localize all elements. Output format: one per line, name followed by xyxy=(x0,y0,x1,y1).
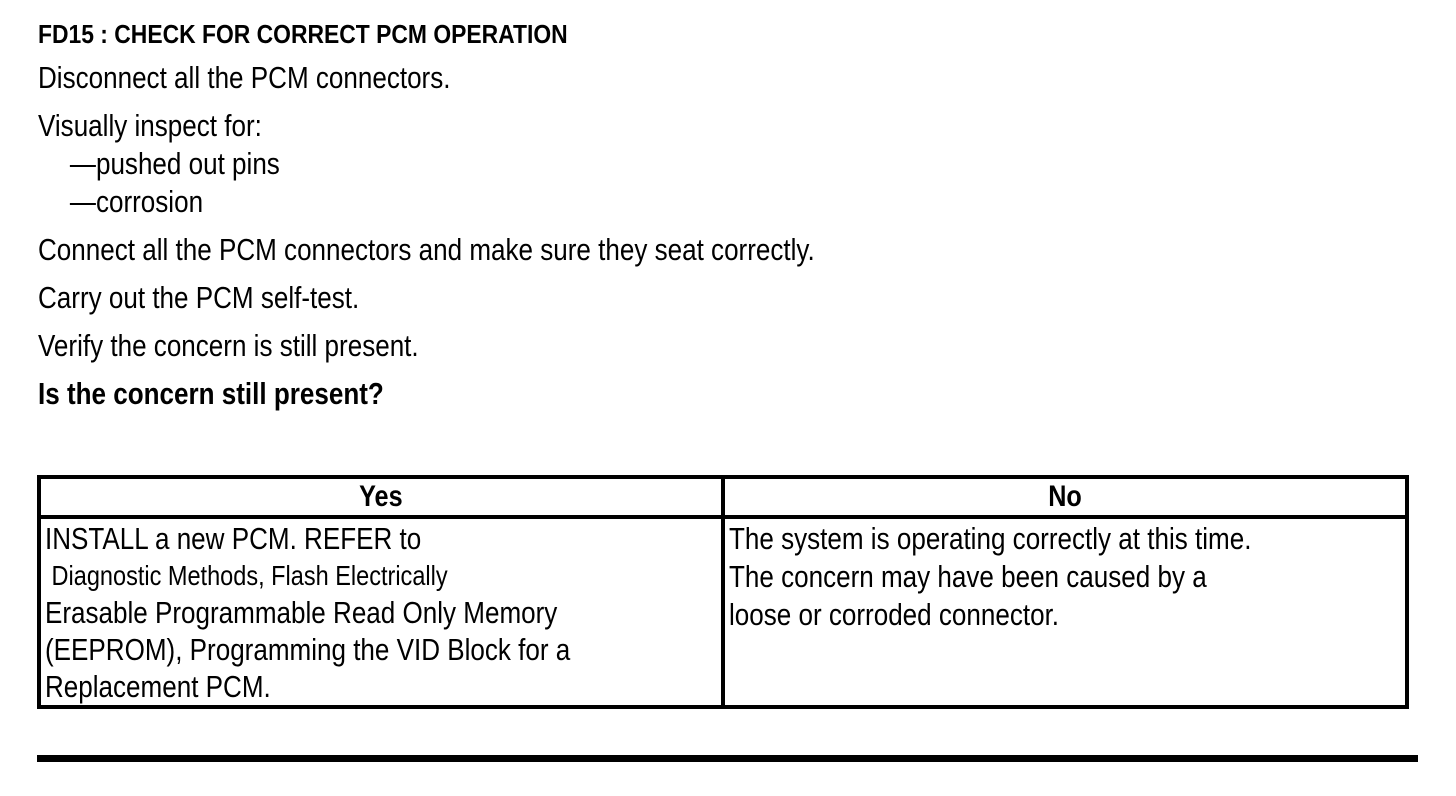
step-connect-connectors: Connect all the PCM connectors and make … xyxy=(38,232,815,267)
step-disconnect-connectors: Disconnect all the PCM connectors. xyxy=(38,60,451,95)
yes-column-header: Yes xyxy=(37,475,725,519)
yes-action-line: Replacement PCM. xyxy=(45,669,271,704)
inspection-item-corrosion: —corrosion xyxy=(69,184,204,219)
no-action-line: loose or corroded connector. xyxy=(729,597,1060,632)
yes-column-header-label: Yes xyxy=(359,480,403,513)
decision-table-header-row: Yes No xyxy=(37,475,1409,519)
no-column-header: No xyxy=(721,475,1409,519)
diagnostic-procedure-page: FD15 : CHECK FOR CORRECT PCM OPERATION D… xyxy=(0,19,1456,796)
no-action-cell: The system is operating correctly at thi… xyxy=(721,515,1409,709)
procedure-title: FD15 : CHECK FOR CORRECT PCM OPERATION xyxy=(38,19,568,49)
section-divider-rule xyxy=(37,755,1418,762)
no-action-line: The concern may have been caused by a xyxy=(729,559,1207,594)
yes-action-line: (EEPROM), Programming the VID Block for … xyxy=(45,632,571,667)
yes-action-line: INSTALL a new PCM. REFER to xyxy=(45,521,422,556)
yes-action-line-reference: Diagnostic Methods, Flash Electrically xyxy=(45,560,448,591)
step-pcm-self-test: Carry out the PCM self-test. xyxy=(38,280,360,315)
inspection-item-pushed-out-pins: —pushed out pins xyxy=(69,146,280,181)
no-column-header-label: No xyxy=(1048,480,1082,513)
decision-table: Yes No INSTALL a new PCM. REFER to Diagn… xyxy=(37,475,1409,709)
step-verify-concern: Verify the concern is still present. xyxy=(38,328,419,363)
question-concern-still-present: Is the concern still present? xyxy=(38,376,384,411)
yes-action-cell: INSTALL a new PCM. REFER to Diagnostic M… xyxy=(37,515,725,709)
yes-action-line: Erasable Programmable Read Only Memory xyxy=(45,595,558,630)
no-action-line: The system is operating correctly at thi… xyxy=(729,521,1252,556)
decision-table-action-row: INSTALL a new PCM. REFER to Diagnostic M… xyxy=(37,515,1409,709)
step-visual-inspection-intro: Visually inspect for: xyxy=(38,108,262,143)
